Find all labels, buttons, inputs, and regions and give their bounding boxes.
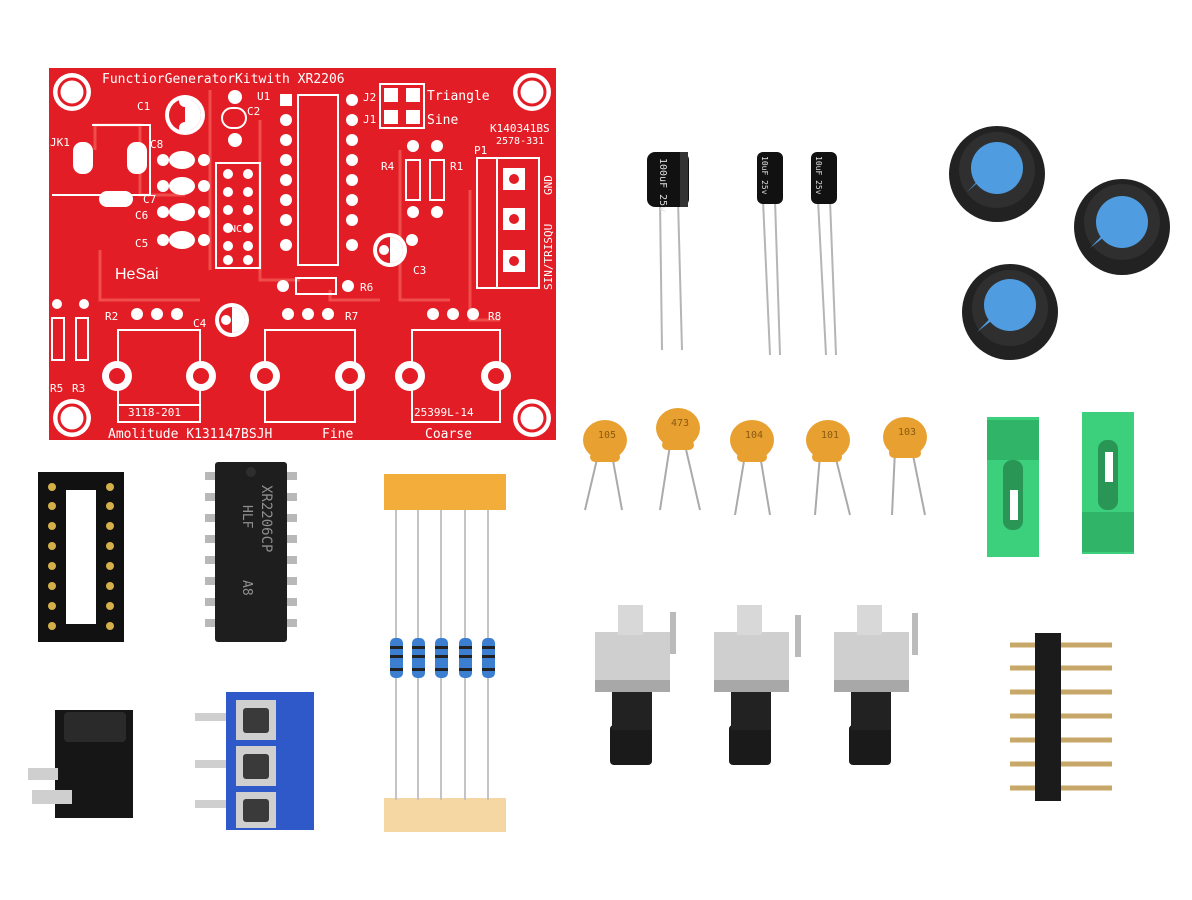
label-c2: C2 xyxy=(247,105,260,118)
label-r5: R5 xyxy=(50,382,63,395)
screw-terminal xyxy=(195,692,314,830)
pin-header xyxy=(1010,633,1112,801)
jumper-caps xyxy=(987,412,1134,557)
ceramic-label-2: 473 xyxy=(671,418,689,429)
label-pot3-code: 25399L-14 xyxy=(414,406,474,419)
label-c4: C4 xyxy=(193,317,207,330)
electrolytic-capacitors: 100uF 25v 10uF 25v 10uF 25v xyxy=(647,152,837,356)
small-cap-footprints xyxy=(157,151,210,249)
pcb-title: FunctiorGeneratorKitwith XR2206 xyxy=(102,72,345,87)
label-pot1-code: 3118-201 xyxy=(128,406,181,419)
ic-marking-1: XR2206CP xyxy=(258,485,274,552)
ic-socket xyxy=(38,472,124,642)
label-c5: C5 xyxy=(135,237,148,250)
label-r3: R3 xyxy=(72,382,85,395)
ceramic-label-3: 104 xyxy=(745,430,763,441)
label-sine: Sine xyxy=(427,113,458,128)
label-sin-trisqu: SIN/TRISQU xyxy=(542,224,555,290)
label-c1: C1 xyxy=(137,100,150,113)
ceramic-capacitors: 105 473 104 101 103 xyxy=(583,408,927,516)
cap-small-2-label: 10uF 25v xyxy=(814,156,823,195)
label-coarse: Coarse xyxy=(425,427,472,442)
label-c6: C6 xyxy=(135,209,148,222)
label-c3: C3 xyxy=(413,264,426,277)
label-amplitude: Amolitude K131147BSJH xyxy=(108,427,272,442)
label-r1: R1 xyxy=(450,160,463,173)
label-p1: P1 xyxy=(474,144,487,157)
cap-small-1-label: 10uF 25v xyxy=(760,156,769,195)
dc-jack xyxy=(28,710,133,818)
ceramic-label-4: 101 xyxy=(821,430,839,441)
cap-large-label: 100uF 25v xyxy=(657,158,668,212)
label-jk1: JK1 xyxy=(50,136,70,149)
knobs xyxy=(949,126,1170,360)
label-r2: R2 xyxy=(105,310,118,323)
label-code1: K140341BS xyxy=(490,122,550,135)
label-gnd: GND xyxy=(542,175,555,195)
label-fine: Fine xyxy=(322,427,353,442)
potentiometers xyxy=(595,605,918,765)
ic-marking-2: HLF xyxy=(239,505,254,529)
label-brand: HeSai xyxy=(115,266,159,283)
label-u1: U1 xyxy=(257,90,270,103)
label-j1: J1 xyxy=(363,113,376,126)
label-r4: R4 xyxy=(381,160,395,173)
ceramic-label-5: 103 xyxy=(898,427,916,438)
resistor-strip xyxy=(384,474,506,832)
label-triangle: Triangle xyxy=(427,89,490,104)
label-c7: C7 xyxy=(143,193,156,206)
label-code2: 2578-331 xyxy=(496,136,544,147)
ic-marking-3: A8 xyxy=(239,580,254,596)
label-c8: C8 xyxy=(150,138,163,151)
label-nc: NC xyxy=(230,224,242,235)
label-r8: R8 xyxy=(488,310,501,323)
label-r6: R6 xyxy=(360,281,373,294)
mounting-holes xyxy=(53,73,551,437)
label-j2: J2 xyxy=(363,91,376,104)
ceramic-label-1: 105 xyxy=(598,430,616,441)
label-r7: R7 xyxy=(345,310,358,323)
xr2206-chip: XR2206CP HLF A8 xyxy=(205,462,297,642)
pcb-board: FunctiorGeneratorKitwith XR2206 JK1 C1 C… xyxy=(49,68,556,442)
